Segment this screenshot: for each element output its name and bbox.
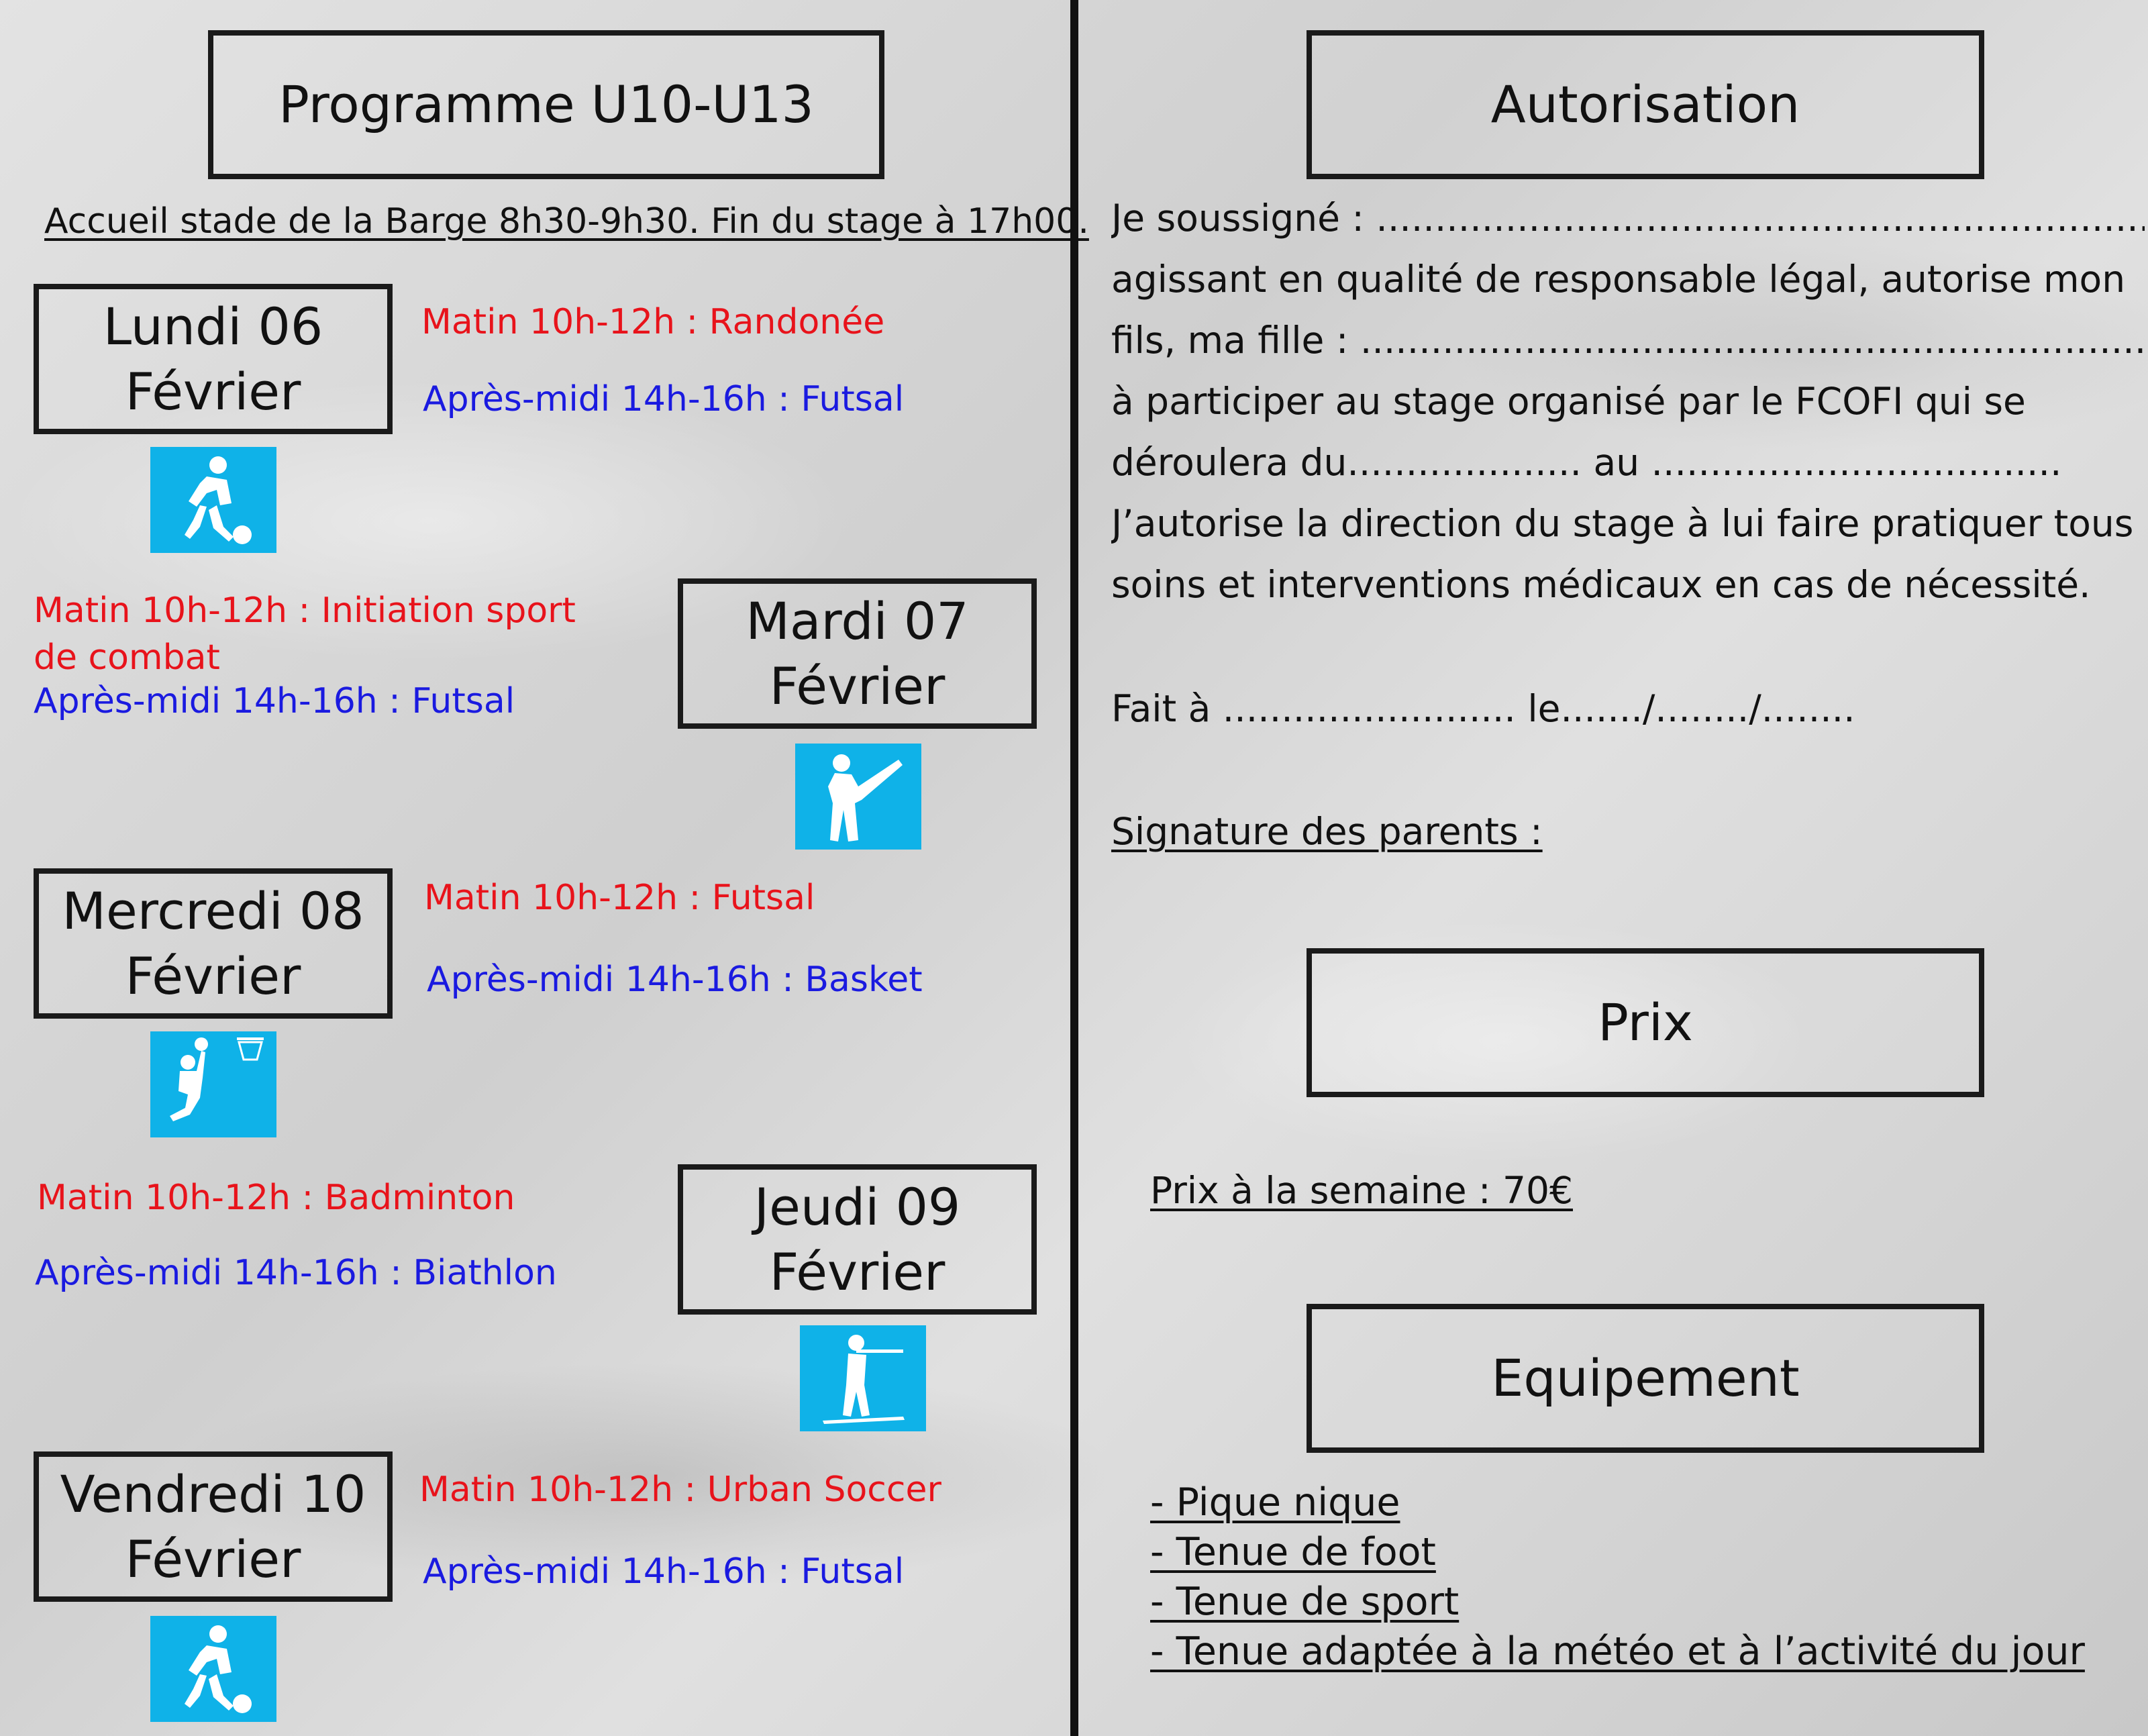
afternoon-activity: Après-midi 14h-16h : Futsal [34,681,515,721]
morning-activity: Matin 10h-12h : Initiation sport de comb… [34,591,576,678]
equipement-title: Equipement [1491,1348,1800,1409]
programme-title-box: Programme U10-U13 [208,30,884,179]
day-label: Vendredi 10 [60,1464,366,1524]
basketball-player-icon [150,1031,276,1137]
prix-title-box: Prix [1307,948,1984,1097]
auth-line: à participer au stage organisé par le FC… [1111,380,2026,423]
afternoon-activity: Après-midi 14h-16h : Futsal [423,379,905,419]
fait-a-line: Fait à ......................... le.....… [1111,687,1855,730]
equipement-item: - Tenue de sport [1150,1580,1460,1624]
soccer-player-icon [150,1616,276,1722]
morning-activity: Matin 10h-12h : Urban Soccer [419,1470,941,1510]
day-label: Jeudi 09 [754,1176,961,1237]
auth-line: J’autorise la direction du stage à lui f… [1111,502,2134,545]
afternoon-activity: Après-midi 14h-16h : Futsal [423,1551,905,1592]
programme-title: Programme U10-U13 [278,74,814,135]
day-label: Mercredi 08 [62,880,364,941]
morning-activity: Matin 10h-12h : Randonée [421,302,885,342]
intro-text: Accueil stade de la Barge 8h30-9h30. Fin… [44,201,1089,242]
afternoon-activity: Après-midi 14h-16h : Basket [427,960,923,1000]
month-label: Février [125,1529,301,1589]
month-label: Février [125,946,301,1006]
month-label: Février [769,1242,945,1302]
autorisation-title-box: Autorisation [1307,30,1984,179]
martial-arts-kick-icon [795,744,921,850]
equipement-item: - Tenue adaptée à la météo et à l’activi… [1150,1629,2085,1674]
auth-line: soins et interventions médicaux en cas d… [1111,563,2091,606]
biathlon-icon [800,1325,926,1431]
day-label: Mardi 07 [746,591,969,651]
morning-activity: Matin 10h-12h : Futsal [424,878,815,918]
equipement-item: - Pique nique [1150,1480,1400,1525]
afternoon-activity: Après-midi 14h-16h : Biathlon [35,1253,557,1293]
day-box-lundi: Lundi 06 Février [34,284,393,434]
day-label: Lundi 06 [103,296,323,356]
month-label: Février [769,656,945,716]
center-divider [1070,0,1078,1736]
morning-activity: Matin 10h-12h : Badminton [37,1178,515,1218]
prix-text: Prix à la semaine : 70€ [1150,1169,1574,1212]
prix-title: Prix [1598,992,1693,1053]
signature-label: Signature des parents : [1111,810,1543,853]
month-label: Février [125,362,301,421]
autorisation-text: Je soussigné : .........................… [1111,188,2145,615]
auth-line: déroulera du.................... au ....… [1111,441,2062,484]
equipement-title-box: Equipement [1307,1304,1984,1453]
auth-line: Je soussigné : .........................… [1111,197,2145,240]
equipement-item: - Tenue de foot [1150,1530,1436,1574]
equipement-list: - Pique nique - Tenue de foot - Tenue de… [1150,1478,2085,1676]
autorisation-title: Autorisation [1490,74,1800,135]
soccer-player-icon [150,447,276,553]
auth-line: agissant en qualité de responsable légal… [1111,258,2126,301]
auth-line: fils, ma fille : .......................… [1111,319,2145,362]
